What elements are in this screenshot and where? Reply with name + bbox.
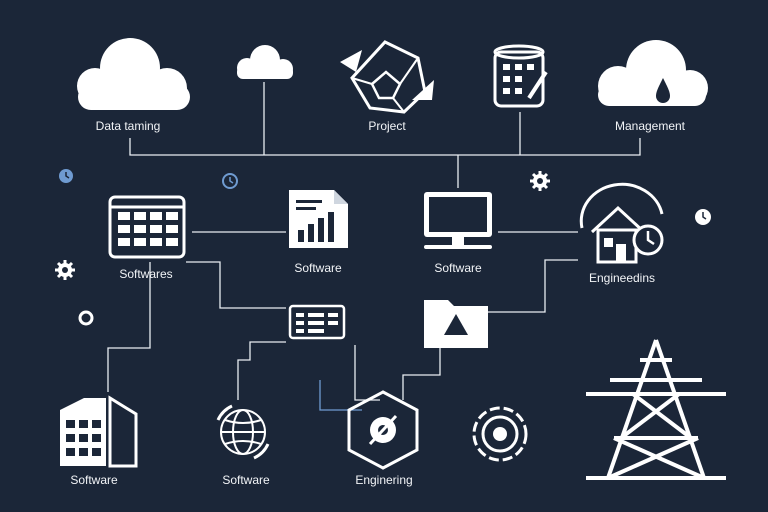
document-chart-icon (289, 190, 348, 248)
hexagon-network-icon (340, 40, 434, 114)
transmission-tower-icon (586, 339, 726, 480)
cloud-icon (77, 38, 190, 110)
label-project: Project (368, 119, 406, 133)
clock-small-icon (59, 169, 73, 183)
label-softwares: Softwares (119, 267, 173, 281)
building-icon (60, 395, 138, 468)
label-enginering: Enginering (355, 473, 413, 487)
house-clock-icon (579, 182, 664, 264)
cloud-drop-icon (598, 40, 708, 106)
monitor-icon (424, 192, 492, 249)
globe-icon (216, 404, 270, 460)
table-panel-icon (288, 304, 346, 340)
cloud-icon (237, 45, 293, 79)
clock-small-icon (222, 173, 238, 189)
label-software-monitor: Software (434, 261, 482, 275)
label-software-doc: Software (294, 261, 342, 275)
label-software-building: Software (70, 473, 118, 487)
label-engineedins: Engineedins (588, 271, 656, 285)
folder-warning-icon (424, 300, 488, 348)
calendar-pen-icon (493, 44, 548, 108)
gear-small-icon (55, 260, 75, 280)
cog-ring-icon (472, 406, 528, 462)
calendar-grid-icon (108, 195, 186, 259)
ring-icon (78, 310, 94, 326)
hexagon-gear-icon (347, 390, 419, 470)
clock-small-icon (695, 209, 711, 225)
label-data-taming: Data taming (95, 119, 161, 133)
label-management: Management (614, 119, 686, 133)
gear-small-icon (530, 171, 550, 191)
label-software-globe: Software (222, 473, 270, 487)
